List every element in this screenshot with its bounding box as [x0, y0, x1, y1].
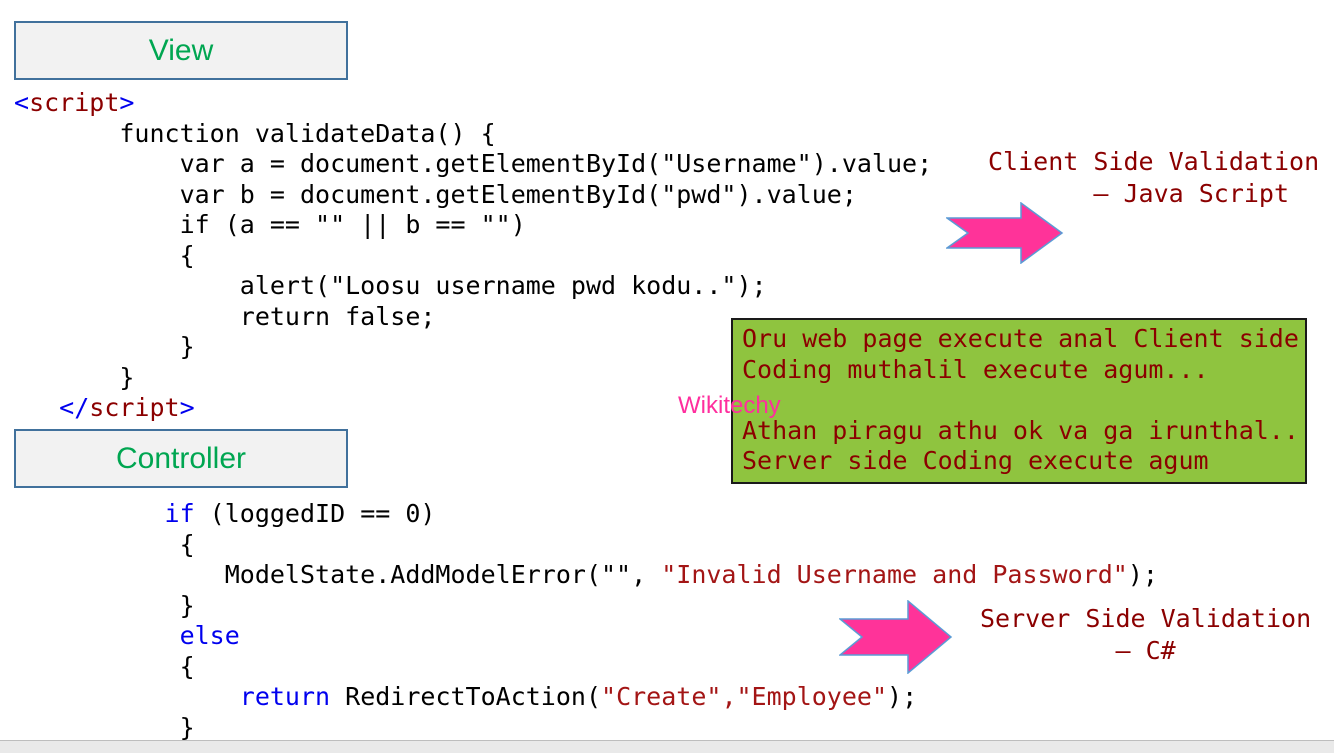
right-arrow-icon [946, 202, 1064, 264]
controller-box-label: Controller [115, 441, 247, 475]
view-box: View [14, 21, 348, 80]
bottom-edge-bar [0, 740, 1334, 753]
javascript-code-block: <script> function validateData() { var a… [14, 88, 933, 422]
controller-box: Controller [14, 429, 348, 488]
view-box-label: View [148, 33, 214, 67]
server-side-validation-label: Server Side Validation – C# [980, 604, 1312, 665]
client-side-validation-label: Client Side Validation – Java Script [988, 147, 1320, 208]
watermark-text: Wikitechy [678, 392, 781, 419]
note-box-text: Oru web page execute anal Client side Co… [742, 324, 1299, 475]
note-box: Oru web page execute anal Client side Co… [731, 318, 1307, 484]
right-arrow-icon [839, 600, 953, 674]
csharp-code-block: if (loggedID == 0) { ModelState.AddModel… [14, 499, 1158, 742]
